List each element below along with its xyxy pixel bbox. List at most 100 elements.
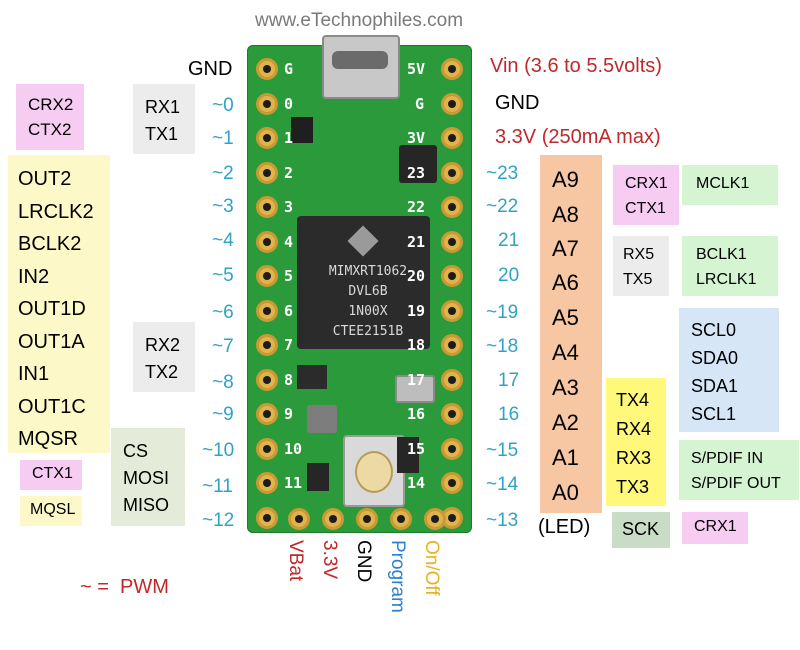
main-processor-chip: MIMXRT1062 DVL6B 1N00X CTEE2151B (297, 216, 430, 349)
analog-a1: A1 (552, 445, 579, 470)
silk-right-9: 17 (407, 371, 426, 389)
crystal (395, 375, 435, 403)
right-pin-16: 16 (498, 404, 520, 425)
pad-right-0 (441, 58, 463, 80)
pad-right-5 (441, 231, 463, 253)
audio-out1a: OUT1A (18, 330, 85, 353)
analog-box (540, 155, 602, 513)
bottom-ic (307, 463, 329, 491)
bottom-label-gnd: GND (353, 540, 374, 583)
label-gnd-top-right: GND (495, 92, 540, 114)
voltage-regulator (291, 117, 313, 143)
silk-right-11: 15 (407, 440, 426, 458)
pad-left-8 (256, 334, 278, 356)
left-pin-8: ~8 (212, 372, 234, 393)
silk-left-0: G (284, 60, 294, 78)
pad-right-12 (441, 472, 463, 494)
audio-out2: OUT2 (18, 168, 72, 190)
crx1-label: CRX1 (694, 518, 737, 535)
left-pin-4: ~4 (212, 230, 234, 251)
program-button-body (343, 435, 405, 507)
right-pin-22: ~22 (486, 196, 519, 217)
audio-in2: IN2 (18, 265, 50, 288)
teensy-board (247, 35, 472, 533)
mqsl-box: MQSL (20, 496, 82, 526)
pad-left-13 (256, 507, 278, 529)
audio-in1: IN1 (18, 363, 50, 385)
analog-a9: A9 (552, 167, 579, 192)
pad-right-6 (441, 265, 463, 287)
mclk1-box: MCLK1 (682, 165, 778, 205)
left-pin-12: ~12 (202, 510, 235, 531)
analog-a7: A7 (552, 236, 579, 261)
spi-miso: MISO (123, 495, 170, 515)
silk-left-1: 0 (284, 95, 294, 113)
spdif-box: S/PDIF IN S/PDIF OUT (679, 440, 799, 500)
pad-left-7 (256, 300, 278, 322)
serial5-box: RX5 TX5 (613, 236, 669, 296)
pad-left-11 (256, 438, 278, 460)
left-pin-5: ~5 (212, 265, 234, 286)
pad-right-4 (441, 196, 463, 218)
crx1-box: CRX1 (682, 512, 748, 544)
right-pin-19: ~19 (486, 302, 519, 323)
flash-chip (297, 365, 327, 389)
chip-line-3: 1N00X (348, 304, 388, 319)
silk-left-5: 4 (284, 233, 294, 251)
chip-line-1: MIMXRT1062 (328, 264, 408, 279)
right-pin-17: 17 (498, 370, 520, 391)
bottom-label-3v3: 3.3V (319, 540, 340, 580)
bottom-label-vbat: VBat (285, 540, 306, 582)
silk-right-3: 23 (407, 164, 426, 182)
serial34-rx3: RX3 (616, 448, 652, 468)
ctx1-box: CTX1 (20, 460, 82, 490)
pad-left-12 (256, 472, 278, 494)
serial1-tx1: TX1 (145, 124, 179, 144)
i2c-sda0: SDA0 (691, 348, 739, 368)
serial2-tx2: TX2 (145, 362, 179, 382)
spi-mosi: MOSI (123, 468, 170, 488)
pad-bottom-0 (288, 508, 310, 530)
pad-right-8 (441, 334, 463, 356)
silk-right-1: G (415, 95, 425, 113)
pad-left-4 (256, 196, 278, 218)
left-pin-1: ~1 (212, 128, 234, 149)
analog-a2: A2 (552, 410, 579, 435)
label-gnd-top-left: GND (188, 58, 233, 80)
silk-left-4: 3 (284, 198, 294, 216)
label-vin: Vin (3.6 to 5.5volts) (490, 55, 662, 77)
silk-left-2: 1 (284, 129, 294, 147)
serial34-tx3: TX3 (616, 477, 650, 497)
audio-box: OUT2 LRCLK2 BCLK2 IN2 OUT1D OUT1A IN1 OU… (8, 155, 110, 453)
silk-right-5: 21 (407, 233, 426, 251)
audio-mqsr: MQSR (18, 428, 78, 450)
pad-right-10 (441, 403, 463, 425)
analog-a0: A0 (552, 480, 579, 505)
analog-a4: A4 (552, 340, 579, 365)
silk-left-3: 2 (284, 164, 294, 182)
i2c-sda1: SDA1 (691, 376, 739, 396)
audio-out1c: OUT1C (18, 395, 86, 418)
left-pin-9: ~9 (212, 404, 234, 425)
silk-right-4: 22 (407, 198, 426, 216)
right-pin-13: ~13 (486, 510, 519, 531)
program-button[interactable] (355, 451, 393, 493)
can2-ctx2: CTX2 (28, 120, 72, 139)
i2s1-bclk1: BCLK1 (696, 246, 747, 263)
chip-line-2: DVL6B (348, 284, 388, 299)
nxp-logo (347, 225, 379, 257)
silk-right-2: 3V (407, 129, 426, 147)
right-pin-20: 20 (498, 265, 520, 286)
audio-bclk2: BCLK2 (18, 233, 82, 255)
pad-left-1 (256, 93, 278, 115)
led-label: (LED) (538, 516, 591, 538)
serial34-tx4: TX4 (616, 390, 650, 410)
ctx1-label: CTX1 (32, 465, 73, 482)
can2-crx2: CRX2 (28, 95, 74, 114)
mclk1-label: MCLK1 (696, 175, 750, 192)
silk-right-7: 19 (407, 302, 426, 320)
i2s1-box: BCLK1 LRCLK1 (682, 236, 778, 296)
spi-cs: CS (123, 441, 149, 461)
silk-right-0: 5V (407, 60, 426, 78)
serial5-tx5: TX5 (623, 271, 653, 288)
